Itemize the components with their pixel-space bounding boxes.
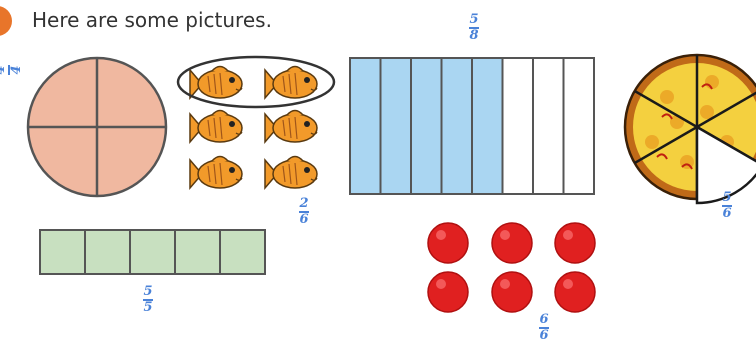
bar-segment [501,57,534,195]
fish-circle-ring [176,55,336,109]
annotation-denominator: 6 [539,328,549,343]
pizza-sixths [623,53,756,205]
bar-segment [532,57,565,195]
circle-quarters [26,56,168,198]
annotation-circle: 4 4 [0,65,24,75]
bar-segment [440,57,473,195]
annotation-numerator: 2 [299,196,309,211]
bar-segment [219,229,266,275]
annotation-numerator: 5 [469,12,479,27]
red-dot [491,222,533,264]
fish [189,109,243,145]
annotation-numerator: 5 [722,190,732,205]
bar-segment [174,229,221,275]
annotation-fish: 2 6 [299,196,309,227]
pizza-missing-slice [695,124,756,205]
annotation-green-bar: 5 5 [143,284,153,315]
bar-segment [84,229,131,275]
fish [189,65,243,101]
red-dot [554,222,596,264]
question-number-badge [0,6,12,36]
instruction-text: Here are some pictures. [32,8,272,32]
bar-segment [379,57,412,195]
red-dot [427,271,469,313]
annotation-blue-bar: 5 8 [469,12,479,43]
annotation-denominator: 8 [469,28,479,43]
fish [264,155,318,191]
red-dot [554,271,596,313]
annotation-dots: 6 6 [539,312,549,343]
annotation-denominator: 6 [299,212,309,227]
annotation-numerator: 5 [143,284,153,299]
annotation-numerator: 4 [0,65,8,74]
bar-segment [39,229,86,275]
bar-segment [129,229,176,275]
blue-bar-eighths [349,57,595,195]
fish [264,109,318,145]
annotation-numerator: 6 [539,312,549,327]
annotation-pizza: 5 6 [722,190,732,221]
fish [264,65,318,101]
bar-segment [562,57,595,195]
red-dot [427,222,469,264]
annotation-denominator: 6 [722,206,732,221]
red-dots-group [427,222,596,313]
green-bar-fifths [39,229,266,275]
bar-segment [471,57,504,195]
red-dot [491,271,533,313]
fish-group [189,65,318,191]
fish [189,155,243,191]
bar-segment [349,57,382,195]
annotation-denominator: 4 [9,65,24,75]
annotation-denominator: 5 [143,300,153,315]
bar-segment [410,57,443,195]
